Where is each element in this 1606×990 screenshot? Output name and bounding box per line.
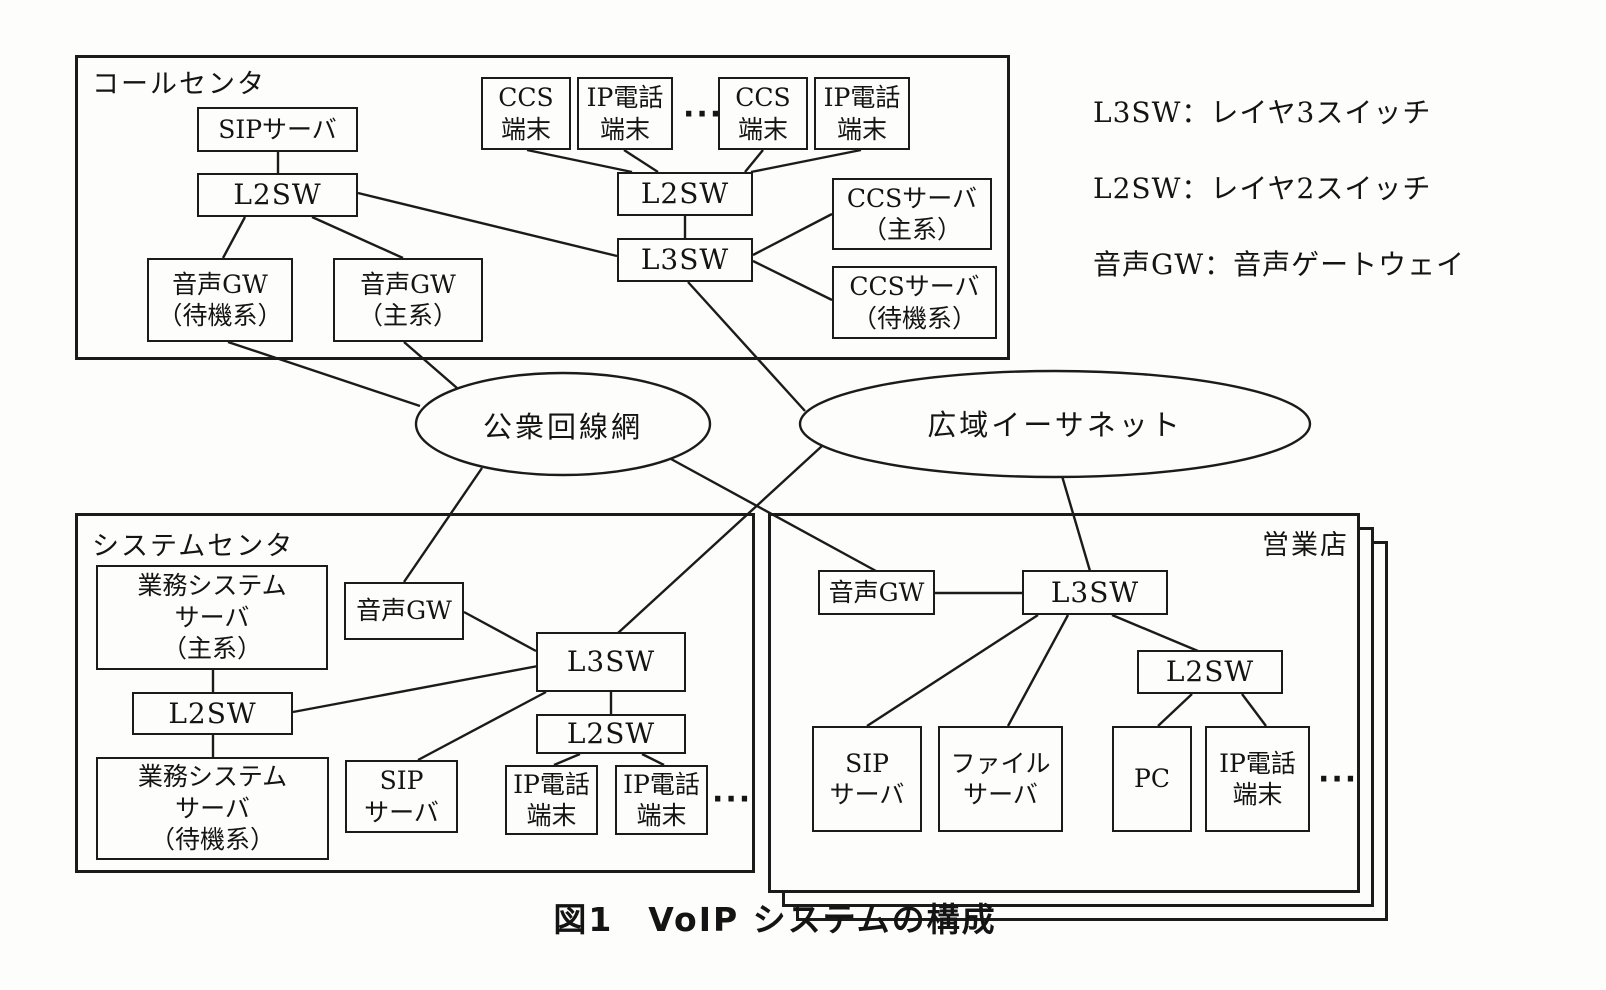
ip-phone-b2-node: IP電話 端末	[615, 765, 708, 835]
pstn-label: 公衆回線網	[482, 410, 644, 444]
legend: L3SW：レイヤ3スイッチ L2SW：レイヤ2スイッチ 音声GW：音声ゲートウェ…	[1093, 56, 1465, 322]
ip-phone-1-node: IP電話 端末	[577, 77, 673, 150]
call-center-label: コールセンタ	[92, 69, 266, 100]
l2sw-d-node: L2SW	[132, 692, 293, 735]
ccs-server-standby-node: CCSサーバ （待機系）	[832, 266, 997, 339]
l2sw-b-node: L2SW	[617, 172, 753, 216]
ip-phone-2-node: IP電話 端末	[814, 77, 910, 150]
legend-line-l2sw: L2SW：レイヤ2スイッチ	[1093, 172, 1432, 205]
biz-server-standby-node: 業務システム サーバ （待機系）	[96, 757, 329, 860]
file-server-node: ファイル サーバ	[938, 726, 1063, 832]
wan-cloud	[798, 369, 1312, 479]
pstn-cloud	[414, 371, 712, 477]
pc-node: PC	[1112, 726, 1192, 832]
ccs-terminal-2-node: CCS 端末	[718, 77, 808, 150]
wan-label: 広域イーサネット	[927, 408, 1183, 442]
sip-server-b-node: SIP サーバ	[345, 760, 458, 833]
ellipsis-system-center: ···	[712, 782, 753, 817]
backbone-edges	[227, 281, 1092, 634]
ip-phone-b1-node: IP電話 端末	[505, 765, 598, 835]
branch-office-edges	[866, 591, 1267, 728]
voice-gw-c-node: 音声GW	[344, 582, 464, 640]
system-center-edges	[211, 610, 665, 767]
voice-gw-main-node: 音声GW （主系）	[333, 258, 483, 342]
system-center-label: システムセンタ	[92, 531, 295, 562]
l2sw-a-node: L2SW	[197, 173, 358, 217]
l2sw-e-node: L2SW	[1137, 650, 1283, 694]
l2sw-c-node: L2SW	[536, 714, 686, 754]
ip-phone-c-node: IP電話 端末	[1205, 726, 1310, 832]
call-center-edges	[221, 148, 862, 302]
ccs-server-main-node: CCSサーバ （主系）	[832, 178, 992, 250]
voice-gw-d-node: 音声GW	[818, 570, 935, 615]
l3sw-b-node: L3SW	[536, 632, 686, 692]
legend-line-l3sw: L3SW：レイヤ3スイッチ	[1093, 96, 1432, 129]
branch-office-label: 営業店	[1262, 530, 1349, 561]
biz-server-main-node: 業務システム サーバ （主系）	[96, 565, 328, 670]
l3sw-a-node: L3SW	[617, 238, 753, 282]
sip-server-a-node: SIPサーバ	[197, 107, 358, 152]
ccs-terminal-1-node: CCS 端末	[481, 77, 571, 150]
ellipsis-call-center: ···	[683, 97, 724, 132]
figure-caption: 図1 VoIP システムの構成	[553, 900, 997, 939]
l3sw-c-node: L3SW	[1022, 570, 1168, 615]
voice-gw-standby-node: 音声GW （待機系）	[147, 258, 293, 342]
sip-server-c-node: SIP サーバ	[812, 726, 922, 832]
ellipsis-branch-office: ···	[1318, 762, 1359, 797]
legend-line-voice-gw: 音声GW：音声ゲートウェイ	[1093, 248, 1466, 281]
